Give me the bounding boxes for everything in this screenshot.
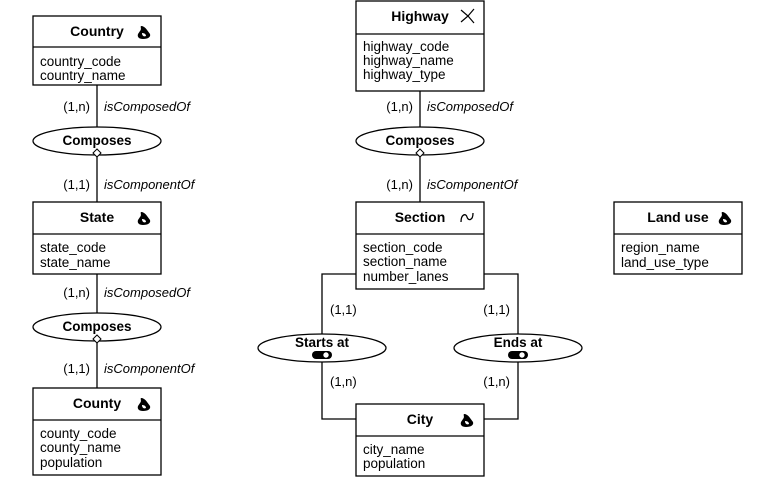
cardinality: (1,n) bbox=[386, 99, 413, 114]
entity-title: Land use bbox=[647, 209, 709, 225]
entity-highway[interactable]: Highway highway_code highway_name highwa… bbox=[355, 0, 485, 92]
cardinality: (1,n) bbox=[63, 285, 90, 300]
role-label: isComponentOf bbox=[104, 361, 196, 376]
entity-title: State bbox=[80, 209, 114, 225]
attribute: state_code bbox=[40, 240, 106, 255]
entity-land-use[interactable]: Land use region_name land_use_type bbox=[613, 201, 743, 275]
entity-title: City bbox=[407, 411, 434, 427]
attribute: population bbox=[363, 456, 425, 471]
attribute: number_lanes bbox=[363, 269, 449, 284]
cardinality: (1,n) bbox=[330, 374, 357, 389]
relationship-composes-country-state[interactable]: (1,n) isComposedOf Composes (1,1) isComp… bbox=[32, 99, 196, 192]
cardinality: (1,1) bbox=[483, 302, 510, 317]
relationship-name: Ends at bbox=[494, 335, 543, 350]
cardinality: (1,n) bbox=[386, 177, 413, 192]
topological-toggle-icon bbox=[311, 350, 333, 360]
relationship-name: Starts at bbox=[295, 335, 350, 350]
entity-title: County bbox=[73, 395, 121, 411]
attribute: state_name bbox=[40, 255, 111, 270]
attribute: county_code bbox=[40, 426, 117, 441]
topological-toggle-icon bbox=[507, 350, 529, 360]
attribute: population bbox=[40, 455, 102, 470]
role-label: isComponentOf bbox=[427, 177, 519, 192]
attribute: highway_type bbox=[363, 67, 446, 82]
cardinality: (1,1) bbox=[63, 361, 90, 376]
attribute: section_code bbox=[363, 240, 443, 255]
attribute: city_name bbox=[363, 442, 425, 457]
multiline-icon bbox=[460, 8, 475, 24]
entity-title: Highway bbox=[391, 8, 449, 24]
role-label: isComposedOf bbox=[104, 99, 191, 114]
relationship-name: Composes bbox=[62, 133, 131, 148]
attribute: country_name bbox=[40, 68, 126, 83]
cardinality: (1,n) bbox=[63, 99, 90, 114]
role-label: isComposedOf bbox=[427, 99, 514, 114]
relationship-composes-state-county[interactable]: (1,n) isComposedOf Composes (1,1) isComp… bbox=[32, 285, 196, 376]
attribute: highway_code bbox=[363, 39, 449, 54]
attribute: region_name bbox=[621, 240, 700, 255]
entity-county[interactable]: County county_code county_name populatio… bbox=[32, 387, 162, 476]
attribute: country_code bbox=[40, 54, 121, 69]
role-label: isComposedOf bbox=[104, 285, 191, 300]
attribute: section_name bbox=[363, 254, 447, 269]
connector-lines bbox=[96, 85, 519, 420]
aggregation-diamond-icon bbox=[415, 148, 425, 158]
relationship-name: Composes bbox=[385, 133, 454, 148]
relationship-starts-at[interactable]: (1,1) Starts at (1,n) bbox=[257, 302, 387, 389]
entity-city[interactable]: City city_name population bbox=[355, 403, 485, 477]
aggregation-diamond-icon bbox=[92, 148, 102, 158]
attribute: land_use_type bbox=[621, 255, 709, 270]
entity-country[interactable]: Country country_code country_name bbox=[32, 15, 162, 86]
relationship-name: Composes bbox=[62, 319, 131, 334]
relationship-composes-highway-section[interactable]: (1,n) isComposedOf Composes (1,n) isComp… bbox=[355, 99, 519, 192]
entity-section[interactable]: Section section_code section_name number… bbox=[355, 201, 485, 290]
cardinality: (1,1) bbox=[330, 302, 357, 317]
line-icon bbox=[460, 212, 474, 223]
entity-state[interactable]: State state_code state_name bbox=[32, 201, 162, 275]
aggregation-diamond-icon bbox=[92, 334, 102, 344]
attribute: county_name bbox=[40, 440, 121, 455]
relationship-ends-at[interactable]: (1,1) Ends at (1,n) bbox=[453, 302, 583, 389]
entity-title: Section bbox=[395, 209, 446, 225]
entity-title: Country bbox=[70, 23, 124, 39]
cardinality: (1,1) bbox=[63, 177, 90, 192]
attribute: highway_name bbox=[363, 53, 454, 68]
cardinality: (1,n) bbox=[483, 374, 510, 389]
role-label: isComponentOf bbox=[104, 177, 196, 192]
